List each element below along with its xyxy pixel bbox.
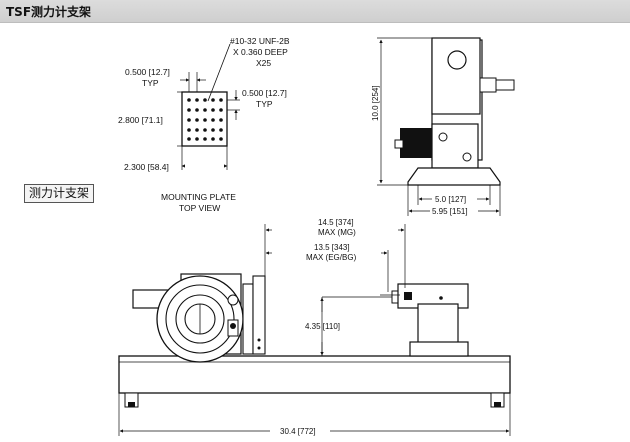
dim-top-left: 0.500 [12.7] xyxy=(125,67,170,77)
thread-spec-line1: #10-32 UNF-2B xyxy=(230,36,290,46)
plate-hole-grid xyxy=(187,98,223,141)
dim-top-left-typ: TYP xyxy=(142,78,159,88)
plate-caption-2: TOP VIEW xyxy=(179,203,220,213)
stand-caption-label[interactable]: 测力计支架 xyxy=(24,184,95,203)
title-bar: TSF测力计支架 xyxy=(0,0,630,23)
mounting-plate-top-view: #10-32 UNF-2B X 0.360 DEEP X25 0.500 [12… xyxy=(118,36,290,213)
dim-mg-value: 14.5 [374] xyxy=(318,218,354,227)
side-height-dim: 10.0 [254] xyxy=(371,85,380,121)
page-title: TSF测力计支架 xyxy=(6,5,92,19)
dim-mg-label: MAX (MG) xyxy=(318,228,356,237)
dim-front-height: 4.35 [110] xyxy=(305,322,340,331)
plate-caption-1: MOUNTING PLATE xyxy=(161,192,236,202)
thread-spec-line3: X25 xyxy=(256,58,271,68)
front-view: 14.5 [374] MAX (MG) 13.5 [343] MAX (EG/B… xyxy=(118,218,511,436)
dim-height: 2.800 [71.1] xyxy=(118,115,163,125)
dim-right: 0.500 [12.7] xyxy=(242,88,287,98)
dim-front-length: 30.4 [772] xyxy=(280,427,316,436)
side-knob xyxy=(447,50,467,70)
side-base-dim: 5.0 [127] xyxy=(435,195,466,204)
side-overall-dim: 5.95 [151] xyxy=(432,207,468,216)
side-view: 10.0 [254] 5.0 [127] 5.95 [151] xyxy=(371,37,515,216)
dim-eg-value: 13.5 [343] xyxy=(314,243,350,252)
dim-eg-label: MAX (EG/BG) xyxy=(306,253,357,262)
dim-width: 2.300 [58.4] xyxy=(124,162,169,172)
thread-spec-line2: X 0.360 DEEP xyxy=(233,47,288,57)
dim-right-typ: TYP xyxy=(256,99,273,109)
